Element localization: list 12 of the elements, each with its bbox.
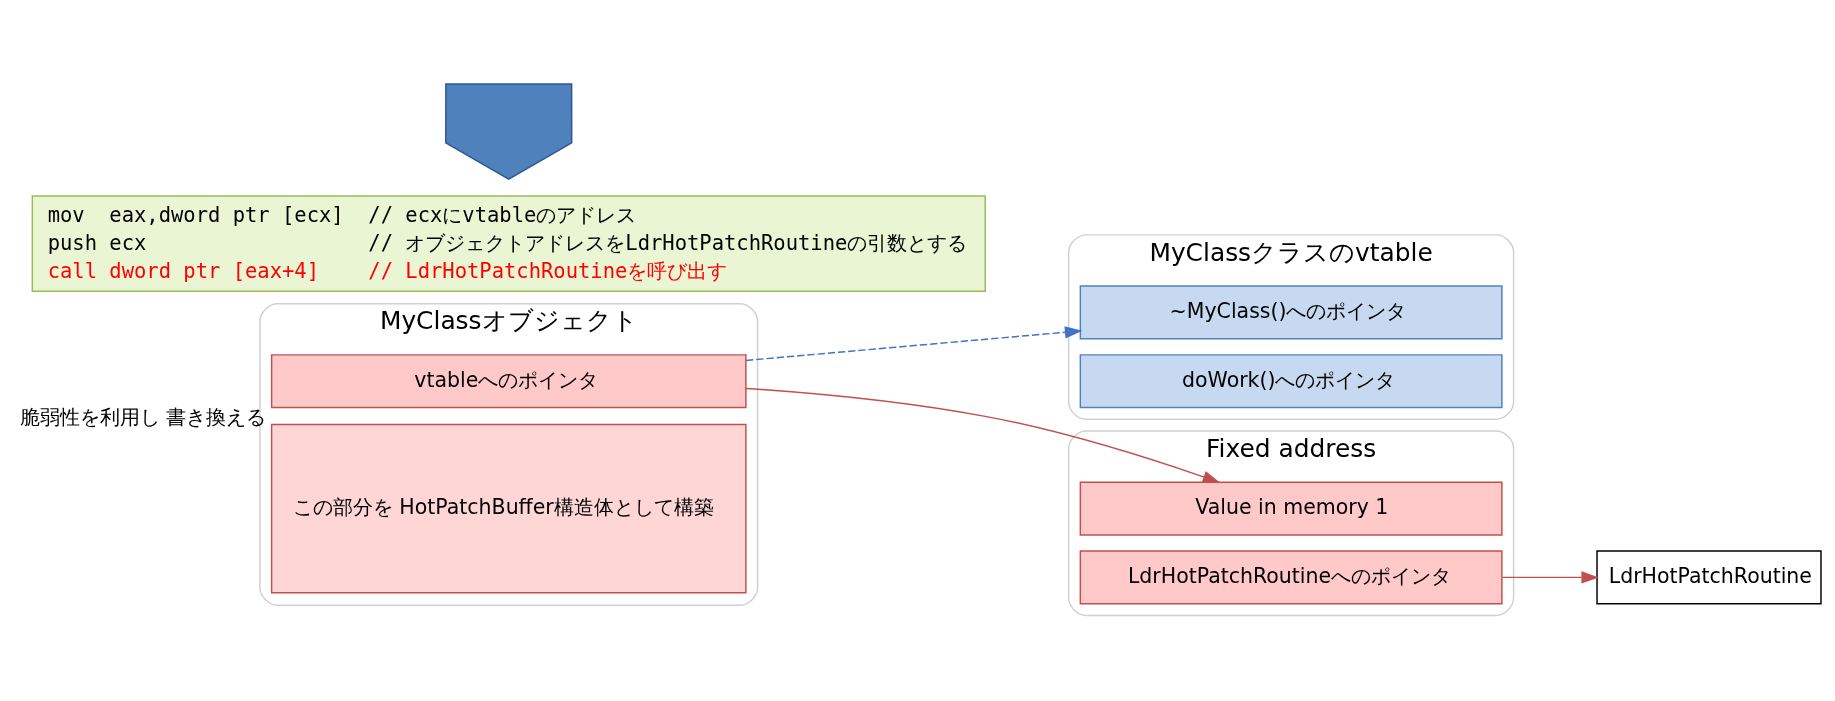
node-arrow [445,83,573,181]
node-box: mov eax,dword ptr [ecx] // ecxにvtableのアドレス push ecx // オブジェクトアドレスをLdrHotPatchRoutineの引数とする call dword ptr [eax+4] // LdrHotPatchRoutineを呼び出す [31,195,986,292]
node-box: LdrHotPatchRoutine [1596,550,1822,605]
node-box: ~MyClass()へのポインタ [1079,285,1503,340]
node-box: LdrHotPatchRoutineへのポインタ [1079,550,1503,605]
node-box: この部分を HotPatchBuffer構造体として構築 [270,423,747,594]
node-box: vtableへのポインタ [270,354,747,409]
arrow [745,326,1083,362]
arrow [1501,571,1599,584]
node-box: Value in memory 1 [1079,481,1503,536]
arrow [745,387,1221,483]
node-box: doWork()へのポインタ [1079,354,1503,409]
